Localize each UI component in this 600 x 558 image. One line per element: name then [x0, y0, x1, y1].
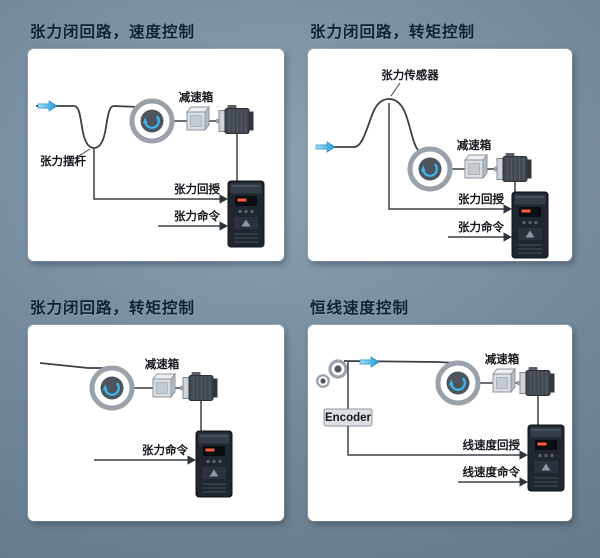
dancer-leader-line [73, 148, 91, 160]
shaft-lines [450, 168, 516, 192]
small-roller-icon [316, 374, 330, 388]
arrowhead-icon [219, 221, 228, 231]
panel-title: 恒线速度控制 [310, 300, 410, 317]
diagram-tension-torque-sensor: 张力传感器 减速箱 张力回授 张力命令 [315, 68, 549, 259]
diagram-constant-line-speed: Encoder 减速箱 线速度回授 线速度命令 [316, 352, 565, 492]
gearbox-icon [492, 368, 516, 393]
tension-command-label: 张力命令 [142, 443, 188, 457]
arrowhead-icon [219, 194, 228, 204]
quadrant-tension-torque-sensor: 张力闭回路，转矩控制 张力传感器 减速箱 张力回授 张力命令 [308, 20, 572, 261]
flow-arrow-icon [37, 100, 58, 112]
diagram-panel: Encoder 减速箱 线速度回授 线速度命令 [308, 325, 572, 521]
gearbox-label: 减速箱 [457, 138, 492, 152]
quadrant-tension-speed: 张力闭回路，速度控制 减速箱 张力摆杆 张力回授 张力命令 [28, 20, 284, 261]
encoder-label: Encoder [325, 412, 372, 424]
arrowhead-icon [187, 455, 196, 465]
gearbox-icon [186, 106, 210, 131]
panel-title: 张力闭回路，速度控制 [30, 24, 196, 41]
diagram-tension-torque: 减速箱 张力命令 [39, 357, 233, 498]
diagram-panel: 减速箱 张力命令 [28, 325, 284, 521]
dancer-arm-label: 张力摆杆 [40, 154, 86, 168]
panel-title: 张力闭回路，转矩控制 [30, 300, 196, 317]
diagram-panel: 张力传感器 减速箱 张力回授 张力命令 [308, 49, 572, 261]
tension-command-label: 张力命令 [458, 220, 504, 234]
flow-arrow-icon [359, 356, 380, 368]
arrowhead-icon [519, 450, 528, 460]
panel-title: 张力闭回路，转矩控制 [310, 24, 476, 41]
flow-arrow-icon [315, 141, 336, 153]
motor-icon [215, 104, 255, 135]
vfd-drive-icon [511, 191, 549, 259]
roller-icon [410, 149, 450, 189]
quadrant-constant-line-speed: 恒线速度控制 Encoder 减速箱 线速度回授 线速度命 [308, 296, 572, 521]
line-speed-feedback-label: 线速度回授 [463, 438, 521, 452]
diagram-tension-speed: 减速箱 张力摆杆 张力回授 张力命令 [36, 90, 265, 248]
motor-icon [493, 152, 533, 183]
gearbox-label: 减速箱 [179, 90, 214, 104]
arrowhead-icon [519, 477, 528, 487]
roller-icon [438, 363, 478, 403]
motor-icon [179, 371, 219, 402]
roller-icon [132, 101, 172, 141]
line-speed-command-label: 线速度命令 [463, 465, 521, 479]
gearbox-icon [464, 154, 488, 179]
line-speed-feedback-line [347, 426, 520, 456]
tension-feedback-label: 张力回授 [458, 192, 504, 206]
arrowhead-icon [503, 204, 512, 214]
gearbox-label: 减速箱 [145, 357, 180, 371]
vfd-drive-icon [227, 180, 265, 248]
tension-feedback-line [93, 148, 221, 200]
small-roller-icon [328, 359, 348, 379]
shaft-lines [172, 120, 238, 181]
web-line-with-dancer [36, 105, 140, 149]
vfd-drive-icon [195, 430, 233, 498]
tension-sensor-label: 张力传感器 [381, 68, 439, 82]
vfd-drive-icon [527, 424, 565, 492]
tension-feedback-line [388, 103, 504, 210]
tension-feedback-label: 张力回授 [174, 182, 220, 196]
web-line-with-sensor-hump [316, 98, 419, 151]
diagram-panel: 减速箱 张力摆杆 张力回授 张力命令 [28, 49, 284, 261]
tension-command-label: 张力命令 [174, 209, 220, 223]
web-line [39, 362, 114, 369]
arrowhead-icon [503, 232, 512, 242]
gearbox-label: 减速箱 [485, 352, 520, 366]
motor-icon [516, 366, 556, 397]
quadrant-tension-torque: 张力闭回路，转矩控制 减速箱 张力命令 [28, 296, 284, 521]
sensor-leader-line [390, 82, 401, 97]
roller-icon [92, 368, 132, 408]
gearbox-icon [152, 373, 176, 398]
